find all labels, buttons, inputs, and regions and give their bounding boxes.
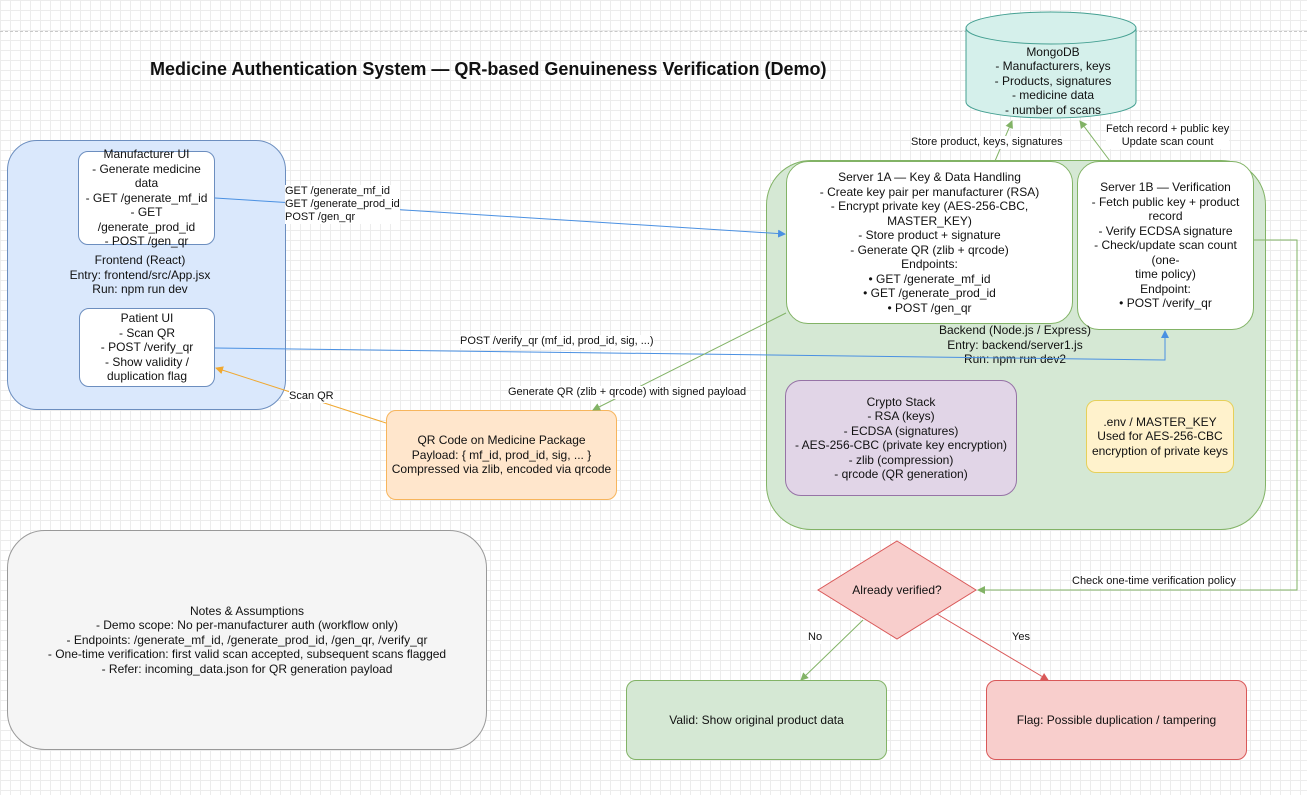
frontend-label: Frontend (React) Entry: frontend/src/App… (69, 253, 211, 297)
qr-code-node[interactable]: QR Code on Medicine Package Payload: { m… (386, 410, 617, 500)
edge-label-no: No (808, 631, 823, 644)
server-1b-node[interactable]: Server 1B — Verification - Fetch public … (1077, 161, 1254, 330)
page-top-guide (0, 31, 1307, 32)
edge-decision-yes (936, 613, 1049, 681)
decision-diamond[interactable] (817, 540, 977, 640)
edge-server1b-to-decision (977, 239, 1298, 594)
valid-outcome-node[interactable]: Valid: Show original product data (626, 680, 887, 760)
edge-label-yes: Yes (1012, 631, 1030, 644)
backend-label: Backend (Node.js / Express) Entry: backe… (938, 323, 1092, 367)
flag-outcome-node[interactable]: Flag: Possible duplication / tampering (986, 680, 1247, 760)
edge-label-store: Store product, keys, signatures (911, 136, 1063, 149)
mongodb-cylinder[interactable] (965, 11, 1139, 121)
server-1a-node[interactable]: Server 1A — Key & Data Handling - Create… (786, 161, 1073, 324)
edge-label-fetch: Fetch record + public key Update scan co… (1106, 123, 1230, 149)
decision-label: Already verified? (852, 582, 942, 597)
edge-server1b-to-mongodb (1079, 120, 1111, 162)
patient-ui-node[interactable]: Patient UI - Scan QR - POST /verify_qr -… (79, 308, 215, 387)
notes-node[interactable]: Notes & Assumptions - Demo scope: No per… (7, 530, 487, 750)
edge-label-generate-qr: Generate QR (zlib + qrcode) with signed … (508, 386, 747, 399)
mongodb-label: MongoDB - Manufacturers, keys - Products… (994, 44, 1112, 117)
env-master-key-node[interactable]: .env / MASTER_KEY Used for AES-256-CBC e… (1086, 400, 1234, 473)
manufacturer-ui-node[interactable]: Manufacturer UI - Generate medicine data… (78, 147, 215, 248)
edge-label-scan-qr: Scan QR (289, 390, 334, 403)
edge-patient-to-server1b (214, 330, 1169, 361)
edge-label-verify-qr: POST /verify_qr (mf_id, prod_id, sig, ..… (460, 335, 654, 348)
edge-label-check-policy: Check one-time verification policy (1072, 575, 1236, 588)
crypto-stack-node[interactable]: Crypto Stack - RSA (keys) - ECDSA (signa… (785, 380, 1017, 496)
edge-label-mf-requests: GET /generate_mf_id GET /generate_prod_i… (285, 185, 400, 224)
diagram-title: Medicine Authentication System — QR-base… (150, 59, 827, 79)
edge-decision-no (800, 619, 864, 681)
